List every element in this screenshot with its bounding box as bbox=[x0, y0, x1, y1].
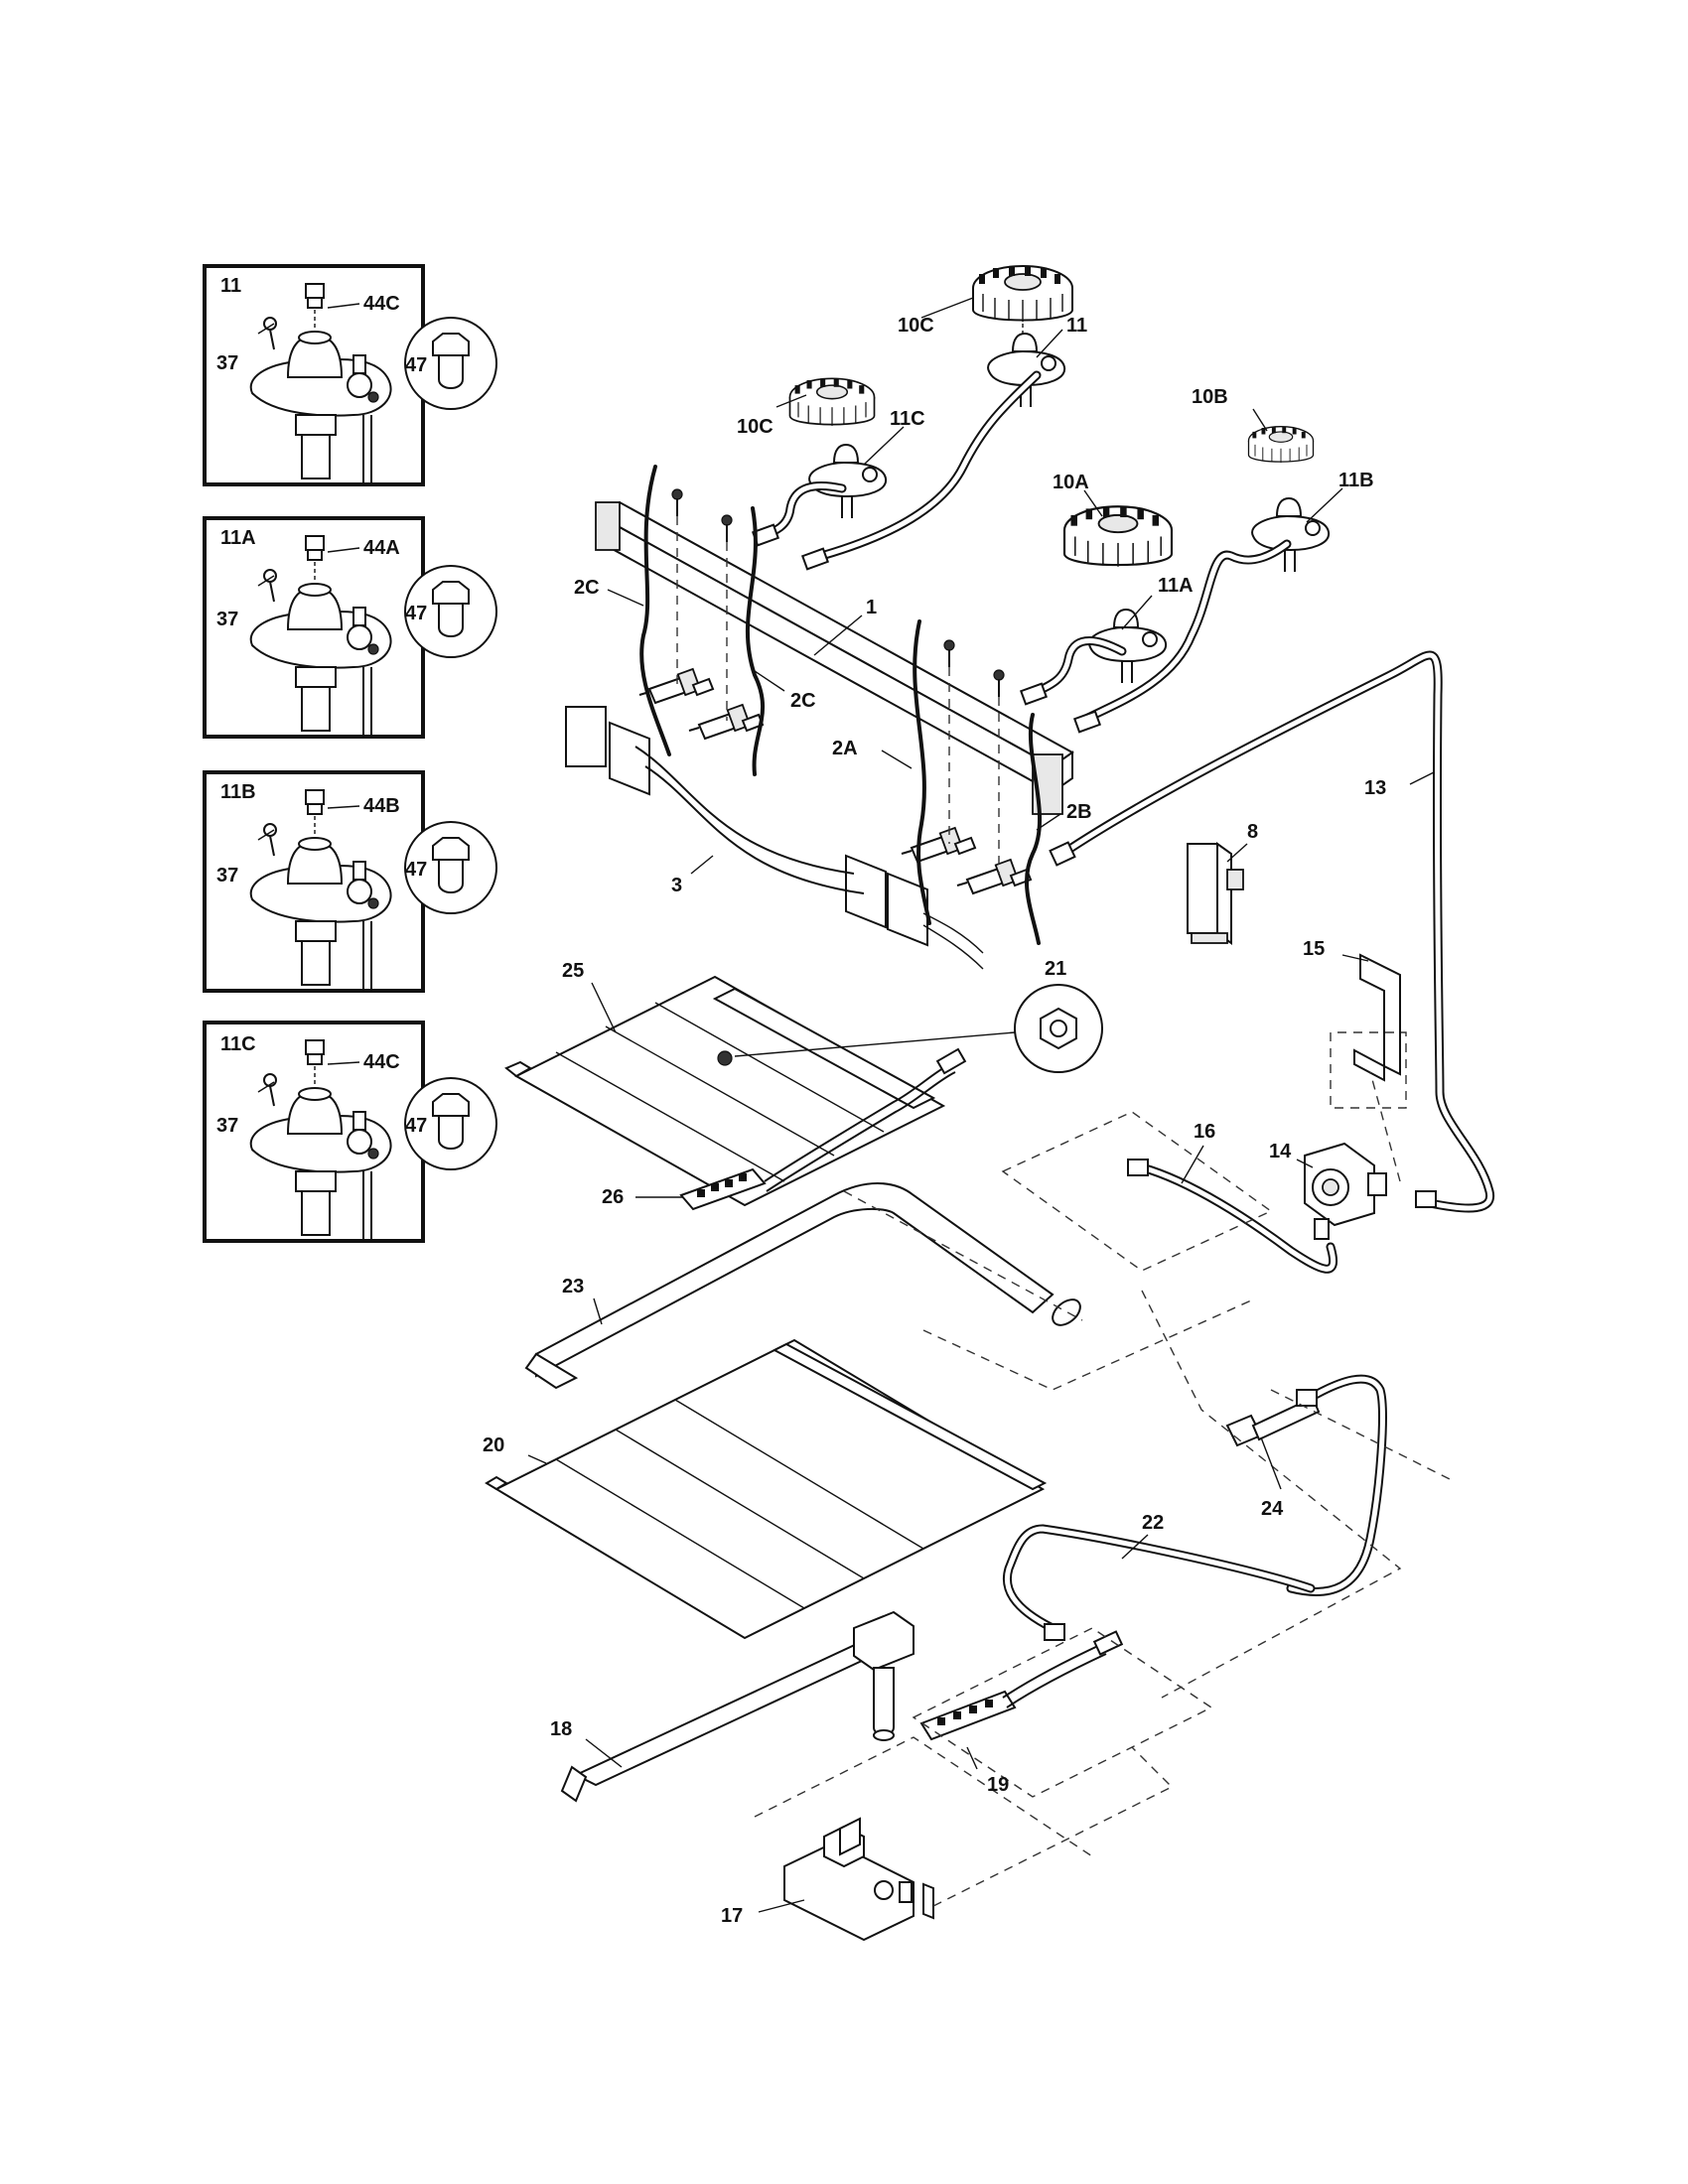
inset-11a: 11A 37 44A 47 bbox=[203, 516, 497, 739]
label-16: 16 bbox=[1194, 1121, 1215, 1143]
inset-11c-cap-label: 44C bbox=[363, 1051, 400, 1073]
burner-head-10c-top bbox=[972, 265, 1073, 323]
valve-bracket bbox=[565, 706, 984, 970]
label-10a: 10A bbox=[1053, 472, 1089, 493]
igniter-26 bbox=[679, 1047, 967, 1211]
label-17: 17 bbox=[721, 1905, 743, 1927]
assembly-guide-lines bbox=[922, 1071, 1451, 1699]
ignition-wires bbox=[639, 465, 1042, 945]
label-2c-lower: 2C bbox=[790, 690, 816, 712]
inset-11b-screw-label: 37 bbox=[216, 865, 238, 887]
broil-burner-18 bbox=[560, 1610, 914, 1803]
label-10c-top: 10C bbox=[898, 315, 934, 337]
inset-11c-jet-label: 47 bbox=[405, 1115, 427, 1137]
manifold-screws bbox=[671, 488, 1005, 874]
nut-21 bbox=[734, 984, 1103, 1073]
inset-11b-title: 11B bbox=[220, 781, 256, 803]
inset-11b-jet-label: 47 bbox=[405, 859, 427, 881]
inset-11: 11 37 44C 47 bbox=[203, 264, 497, 486]
burner-head-10c-left bbox=[788, 377, 876, 427]
igniter-19 bbox=[912, 1627, 1213, 1798]
inset-11-screw-label: 37 bbox=[216, 352, 238, 374]
burner-supply-tubes bbox=[751, 370, 1292, 734]
inset-11a-jet-label: 47 bbox=[405, 603, 427, 624]
burner-head-10a bbox=[1062, 505, 1174, 568]
label-20: 20 bbox=[483, 1434, 504, 1456]
label-2b: 2B bbox=[1066, 801, 1092, 823]
label-22: 22 bbox=[1142, 1512, 1164, 1534]
label-11b: 11B bbox=[1338, 470, 1374, 491]
heat-shield-25 bbox=[504, 975, 946, 1207]
manifold-rail bbox=[595, 500, 1074, 815]
label-3: 3 bbox=[671, 875, 682, 896]
burner-head-10b bbox=[1247, 426, 1315, 464]
bake-burner-23 bbox=[524, 1182, 1083, 1390]
inset-11c: 11C 37 44C 47 bbox=[203, 1021, 497, 1243]
inset-11a-screw-label: 37 bbox=[216, 609, 238, 630]
inset-11-jet-label: 47 bbox=[405, 354, 427, 376]
label-25: 25 bbox=[562, 960, 584, 982]
burner-base-11 bbox=[987, 333, 1066, 408]
label-13: 13 bbox=[1364, 777, 1386, 799]
label-8: 8 bbox=[1247, 821, 1258, 843]
shield-20 bbox=[485, 1338, 1048, 1640]
label-18: 18 bbox=[550, 1718, 572, 1740]
label-11a: 11A bbox=[1158, 575, 1194, 597]
supply-tube-13 bbox=[1049, 650, 1495, 1213]
label-2c-upper: 2C bbox=[574, 577, 600, 599]
label-11: 11 bbox=[1066, 315, 1087, 337]
label-11c: 11C bbox=[890, 408, 925, 430]
inset-11-title: 11 bbox=[220, 275, 241, 297]
inset-11-cap-label: 44C bbox=[363, 293, 400, 315]
label-10b: 10B bbox=[1192, 386, 1228, 408]
label-15: 15 bbox=[1303, 938, 1325, 960]
tube-22 bbox=[1002, 1524, 1316, 1641]
inset-11c-title: 11C bbox=[220, 1033, 256, 1055]
inset-11a-title: 11A bbox=[220, 527, 256, 549]
spark-module-8 bbox=[1187, 842, 1244, 945]
pressure-regulator-14 bbox=[1304, 1142, 1387, 1240]
label-24: 24 bbox=[1261, 1498, 1284, 1520]
inset-11a-cap-label: 44A bbox=[363, 537, 400, 559]
label-10c-left: 10C bbox=[737, 416, 774, 438]
bracket-15 bbox=[1330, 953, 1407, 1109]
label-23: 23 bbox=[562, 1276, 584, 1297]
label-26: 26 bbox=[602, 1186, 624, 1208]
callout-labels: 10C 11 10C 11C 10B 11B 10A 11A 1 2C 2C 2… bbox=[483, 315, 1386, 1927]
inset-11b: 11B 37 44B 47 bbox=[203, 770, 497, 993]
label-21: 21 bbox=[1045, 958, 1066, 980]
tube-16 bbox=[1001, 1111, 1338, 1274]
safety-valve-17 bbox=[754, 1736, 1174, 1942]
orifice-holder-24 bbox=[1225, 1374, 1387, 1596]
label-19: 19 bbox=[987, 1774, 1009, 1796]
label-14: 14 bbox=[1269, 1141, 1292, 1162]
label-1: 1 bbox=[866, 597, 877, 618]
leader-lines bbox=[527, 297, 1435, 1913]
inset-11c-screw-label: 37 bbox=[216, 1115, 238, 1137]
label-2a: 2A bbox=[832, 738, 858, 759]
inset-11b-cap-label: 44B bbox=[363, 795, 400, 817]
